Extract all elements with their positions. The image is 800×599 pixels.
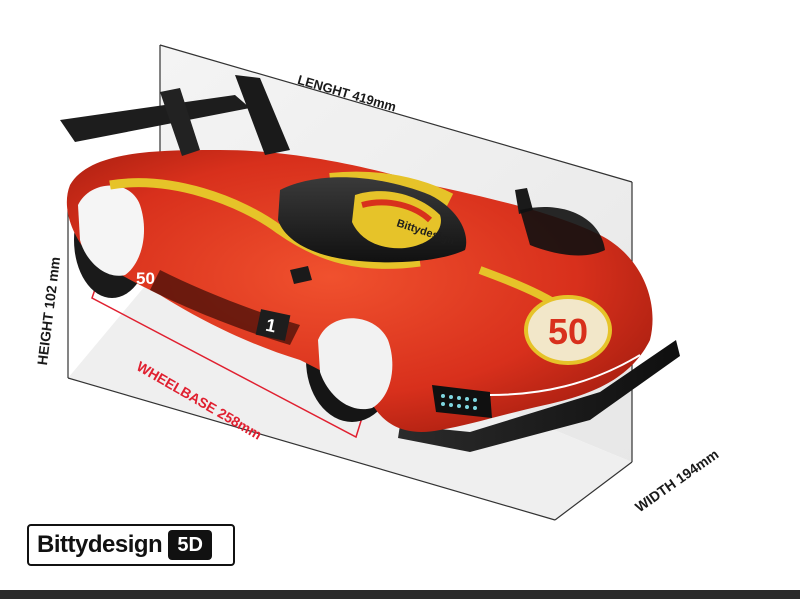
side-number-plate <box>255 309 291 341</box>
logo-mark-icon: 5D <box>168 530 213 560</box>
svg-text:1: 1 <box>264 315 278 337</box>
rear-wing <box>60 95 250 142</box>
headlight <box>432 385 492 418</box>
race-number-nose: 50 <box>548 311 588 352</box>
brand-logo: Bittydesign 5D <box>27 524 235 566</box>
nose-roundel <box>524 295 612 365</box>
bottom-bar <box>0 590 800 599</box>
dimension-lines <box>67 44 633 521</box>
yellow-stripe <box>109 178 421 269</box>
logo-wordmark: Bittydesign <box>37 531 163 558</box>
race-number-side: 50 <box>136 269 155 288</box>
main-body <box>66 150 653 432</box>
front-splitter <box>398 340 680 452</box>
race-car-body: 50 50 1 Bittydesign <box>60 75 680 452</box>
